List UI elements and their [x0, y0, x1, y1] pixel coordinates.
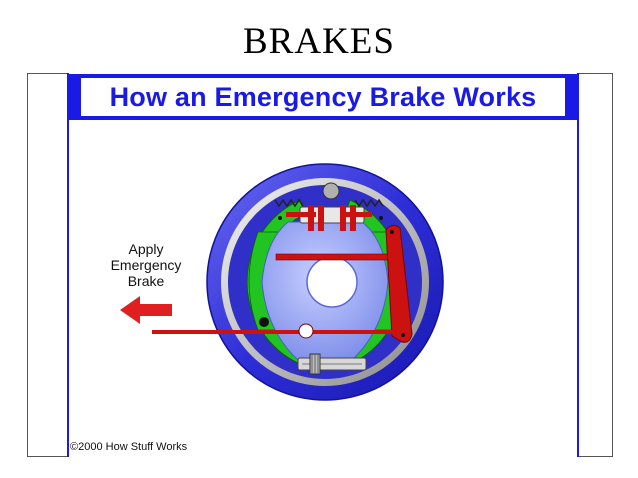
slide-title: BRAKES: [243, 21, 395, 62]
apply-label: Apply Emergency Brake: [110, 241, 182, 289]
cable-guide: [298, 323, 314, 339]
apply-arrow: [120, 296, 172, 324]
anchor-pin: [322, 182, 340, 200]
parking-strut: [275, 253, 397, 261]
banner-inner: How an Emergency Brake Works: [81, 78, 565, 116]
hub-hole: [306, 256, 358, 308]
parking-lever: [385, 224, 413, 343]
figure-banner: How an Emergency Brake Works: [67, 74, 579, 120]
brake-cable: [152, 330, 402, 334]
banner-title: How an Emergency Brake Works: [109, 81, 537, 112]
return-spring-left: [274, 198, 304, 208]
return-spring-right: [354, 198, 384, 208]
shoe-pin: [259, 317, 269, 327]
copyright-notice: ©2000 How Stuff Works: [70, 441, 188, 453]
